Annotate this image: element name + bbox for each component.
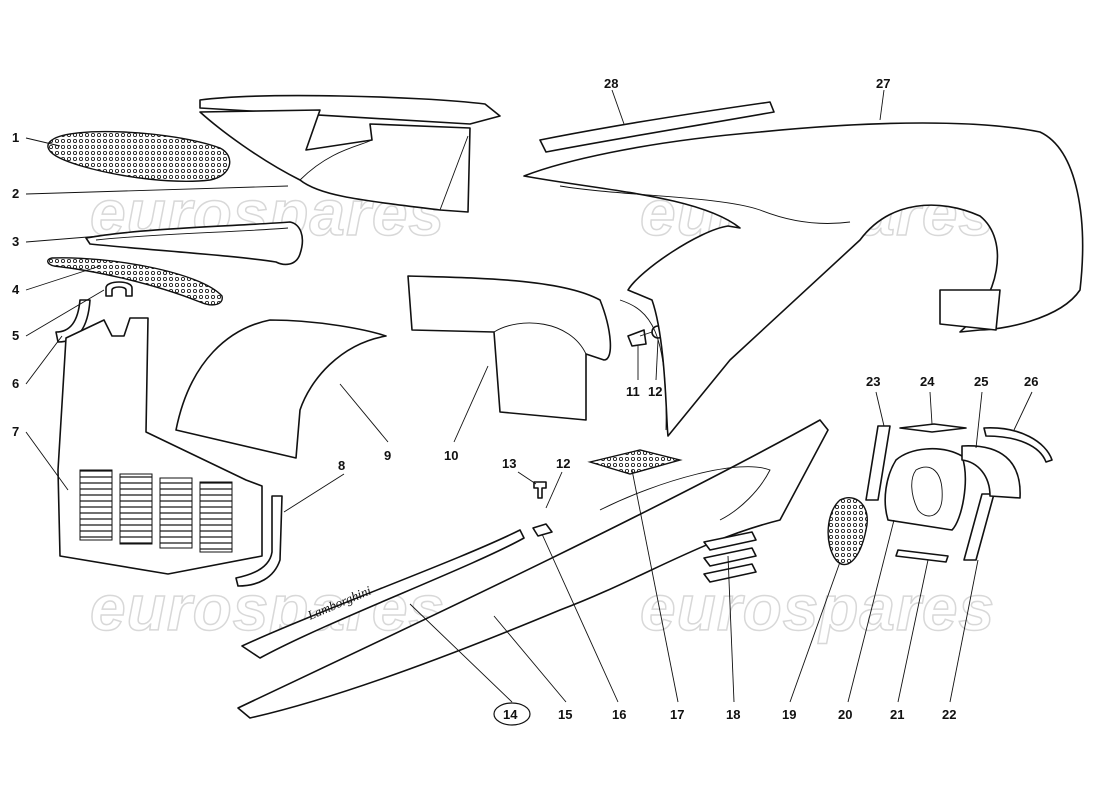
part-20-duct-housing <box>884 447 966 531</box>
callout-7: 7 <box>12 424 19 439</box>
part-25-arch-panel <box>961 445 1021 499</box>
watermark-bottom-left: eurospares <box>90 572 445 644</box>
part-11-screw <box>627 329 653 347</box>
part-7-louvered-panel <box>57 317 263 575</box>
watermark-bottom-right: eurospares <box>640 572 995 644</box>
part-26-curved-strip <box>983 427 1053 463</box>
part-18-vent-fins <box>703 531 757 583</box>
callout-17: 17 <box>670 707 684 722</box>
part-24-pad <box>899 423 967 433</box>
callout-9: 9 <box>384 448 391 463</box>
callout-22: 22 <box>942 707 956 722</box>
part-9-arch-liner <box>175 319 387 459</box>
callout-14-highlight-ring <box>493 702 531 726</box>
callout-28: 28 <box>604 76 618 91</box>
callout-21: 21 <box>890 707 904 722</box>
callout-15: 15 <box>558 707 572 722</box>
callout-20: 20 <box>838 707 852 722</box>
part-23-strip <box>865 425 891 501</box>
callout-23: 23 <box>866 374 880 389</box>
callout-6: 6 <box>12 376 19 391</box>
callout-8: 8 <box>338 458 345 473</box>
callout-14: 14 <box>503 707 518 722</box>
callout-26: 26 <box>1024 374 1038 389</box>
callout-16: 16 <box>612 707 626 722</box>
part-13-bolt <box>533 481 547 499</box>
callout-11: 11 <box>626 384 640 399</box>
callout-27: 27 <box>876 76 890 91</box>
callout-numbers: 1 2 3 4 5 6 7 8 9 10 11 12 12 13 14 15 1… <box>12 76 1038 726</box>
callout-12-lower: 12 <box>556 456 570 471</box>
part-22-strip <box>963 493 995 561</box>
part-16-nut <box>532 523 553 537</box>
part-8-rubber-strip <box>235 495 283 587</box>
part-2-intake-panel <box>199 94 501 213</box>
callout-24: 24 <box>920 374 935 389</box>
part-27-rear-body-panel <box>523 122 1084 437</box>
part-5-u-clip <box>105 281 133 297</box>
callout-5: 5 <box>12 328 19 343</box>
part-21-bar <box>895 549 949 563</box>
callout-4: 4 <box>12 282 20 297</box>
callout-3: 3 <box>12 234 19 249</box>
callout-10: 10 <box>444 448 458 463</box>
part-10-inner-panel <box>407 275 612 421</box>
callout-1: 1 <box>12 130 19 145</box>
callout-18: 18 <box>726 707 740 722</box>
leader-lines <box>25 89 1033 703</box>
part-17-grille-pad <box>587 449 683 475</box>
part-1-mesh-grille <box>47 130 231 182</box>
callout-25: 25 <box>974 374 988 389</box>
callout-12-upper: 12 <box>648 384 662 399</box>
part-28-trim-strip <box>539 101 775 153</box>
part-3-air-duct <box>85 221 304 266</box>
callout-13: 13 <box>502 456 516 471</box>
callout-2: 2 <box>12 186 19 201</box>
part-4-mesh-strip <box>47 257 223 306</box>
part-19-mesh-oval <box>827 497 868 566</box>
callout-19: 19 <box>782 707 796 722</box>
